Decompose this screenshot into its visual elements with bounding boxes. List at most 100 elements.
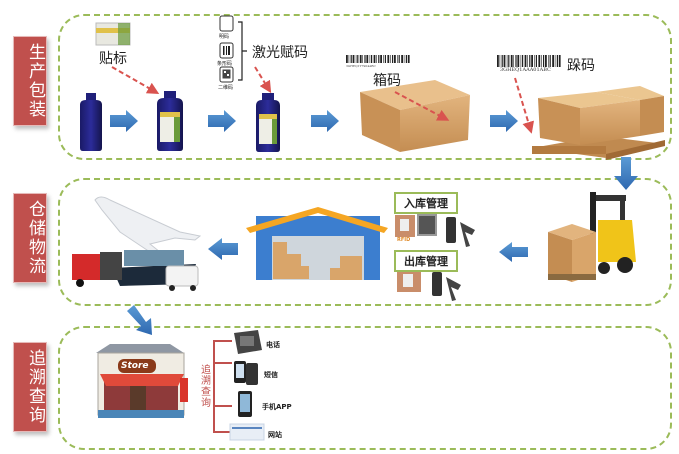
barcode-bar (541, 55, 542, 67)
rfid-tag-outbound-icon (397, 270, 421, 292)
trace-query-label: 追溯查询 (201, 365, 211, 409)
barcode-bar (378, 55, 380, 63)
barcode-bar (403, 55, 405, 63)
barcode-bar (352, 55, 355, 63)
pallet-boxes-icon (532, 86, 665, 160)
barcode-bar (552, 55, 554, 67)
truck-icon (72, 252, 122, 287)
query-bracket (213, 340, 232, 433)
barcode-bar (394, 55, 396, 63)
barcode-bar (371, 55, 373, 63)
stage-label-warehouse: 仓储物流 (13, 193, 47, 283)
channel-phone: 电话 (266, 341, 280, 349)
pallet-barcode-text: 3GHEQ1AAA01ABC (500, 67, 551, 73)
barcode-bar (520, 55, 522, 67)
barcode-bar (346, 55, 348, 63)
labeled-bottle-icon (157, 91, 183, 151)
box-barcode-text: 3GHEQ1T7904ABC (346, 64, 376, 68)
barcode-bar (387, 55, 390, 63)
barcode-bar (503, 55, 506, 67)
barcode-bar (359, 55, 362, 63)
stage-label-trace: 追溯查询 (13, 342, 47, 432)
barcode-bar (554, 55, 556, 67)
pointer-labeling (111, 66, 160, 94)
barcode-bar (522, 55, 524, 67)
flow-arrow-down (614, 157, 638, 190)
barcode-bar (556, 55, 558, 67)
store-sign: Store (121, 361, 149, 371)
barcode-bar (397, 55, 398, 63)
barcode-bar (401, 55, 403, 63)
rfid-tag-icon (395, 215, 415, 237)
barcode-icon (219, 42, 234, 59)
barcode-bar (348, 55, 350, 63)
barcode-bar (350, 55, 352, 63)
van-icon (165, 265, 199, 291)
barcode-bar (545, 55, 547, 67)
sms-phone-icon (234, 361, 258, 385)
code-bracket (238, 21, 247, 81)
channel-website: 网站 (268, 431, 282, 439)
labeling-label: 贴标 (99, 51, 127, 67)
flow-arrow-diagonal (127, 305, 152, 335)
barcode-bar (510, 55, 513, 67)
barcode-bar (357, 55, 359, 63)
barcode-bar (527, 55, 528, 67)
handheld-scanner-icon (446, 217, 475, 247)
barcode-bar (384, 55, 386, 63)
flow-arrow (490, 110, 518, 132)
barcode-bar (535, 55, 537, 67)
laser-coding-label: 激光赋码 (252, 45, 308, 61)
barcode-bar (405, 55, 407, 63)
barcode-bar (543, 55, 545, 67)
inbound-management-box: 入库管理 (394, 192, 458, 214)
barcode-bar (497, 55, 499, 67)
barcode-bar (499, 55, 501, 67)
barcode-bar (366, 55, 369, 63)
pointer-laser (254, 66, 272, 94)
barcode-bar (506, 55, 508, 67)
barcode-bar (369, 55, 371, 63)
barcode-bar (549, 55, 551, 67)
plain-code-label: 明码 (219, 34, 230, 40)
box-code-label: 箱码 (373, 73, 401, 89)
barcode-bar (558, 55, 561, 67)
trace-panel (58, 326, 672, 450)
flow-arrow (110, 110, 138, 132)
flow-arrow (311, 110, 339, 132)
qr-code-icon (219, 66, 234, 83)
barcode-bar (383, 55, 384, 63)
blank-bottle-icon (80, 93, 102, 151)
barcode-bar (513, 55, 514, 67)
coded-bottle-icon (256, 93, 280, 152)
barcode-bar (392, 55, 394, 63)
production-panel (58, 14, 672, 160)
channel-sms: 短信 (264, 371, 278, 379)
barcode-bar (517, 55, 520, 67)
carton-box-icon (360, 80, 470, 152)
store-icon (96, 344, 188, 418)
mobile-app-icon (238, 391, 252, 417)
stage-label-production: 生产包装 (13, 36, 47, 126)
forklift-icon (548, 192, 636, 282)
pointer-box-code (394, 91, 450, 121)
barcode-bar (534, 55, 535, 67)
barcode-bar (362, 55, 363, 63)
barcode-bar (531, 55, 533, 67)
barcode-bar (524, 55, 527, 67)
qr-scan-icon (417, 214, 437, 236)
barcode-bar (548, 55, 549, 67)
barcode-bar (407, 55, 410, 63)
qr-code-label: 二维码 (218, 85, 234, 91)
telephone-icon (234, 330, 262, 354)
flow-arrow-left (499, 242, 528, 262)
barcode-bar (364, 55, 366, 63)
barcode-bar (390, 55, 391, 63)
box-barcode-icon (346, 55, 410, 63)
barcode-bar (508, 55, 510, 67)
outbound-management-box: 出库管理 (394, 250, 458, 272)
barcode-label: 条形码 (217, 61, 233, 67)
warehouse-panel (58, 178, 672, 306)
label-sticker-icon (95, 22, 131, 46)
barcode-bar (529, 55, 531, 67)
